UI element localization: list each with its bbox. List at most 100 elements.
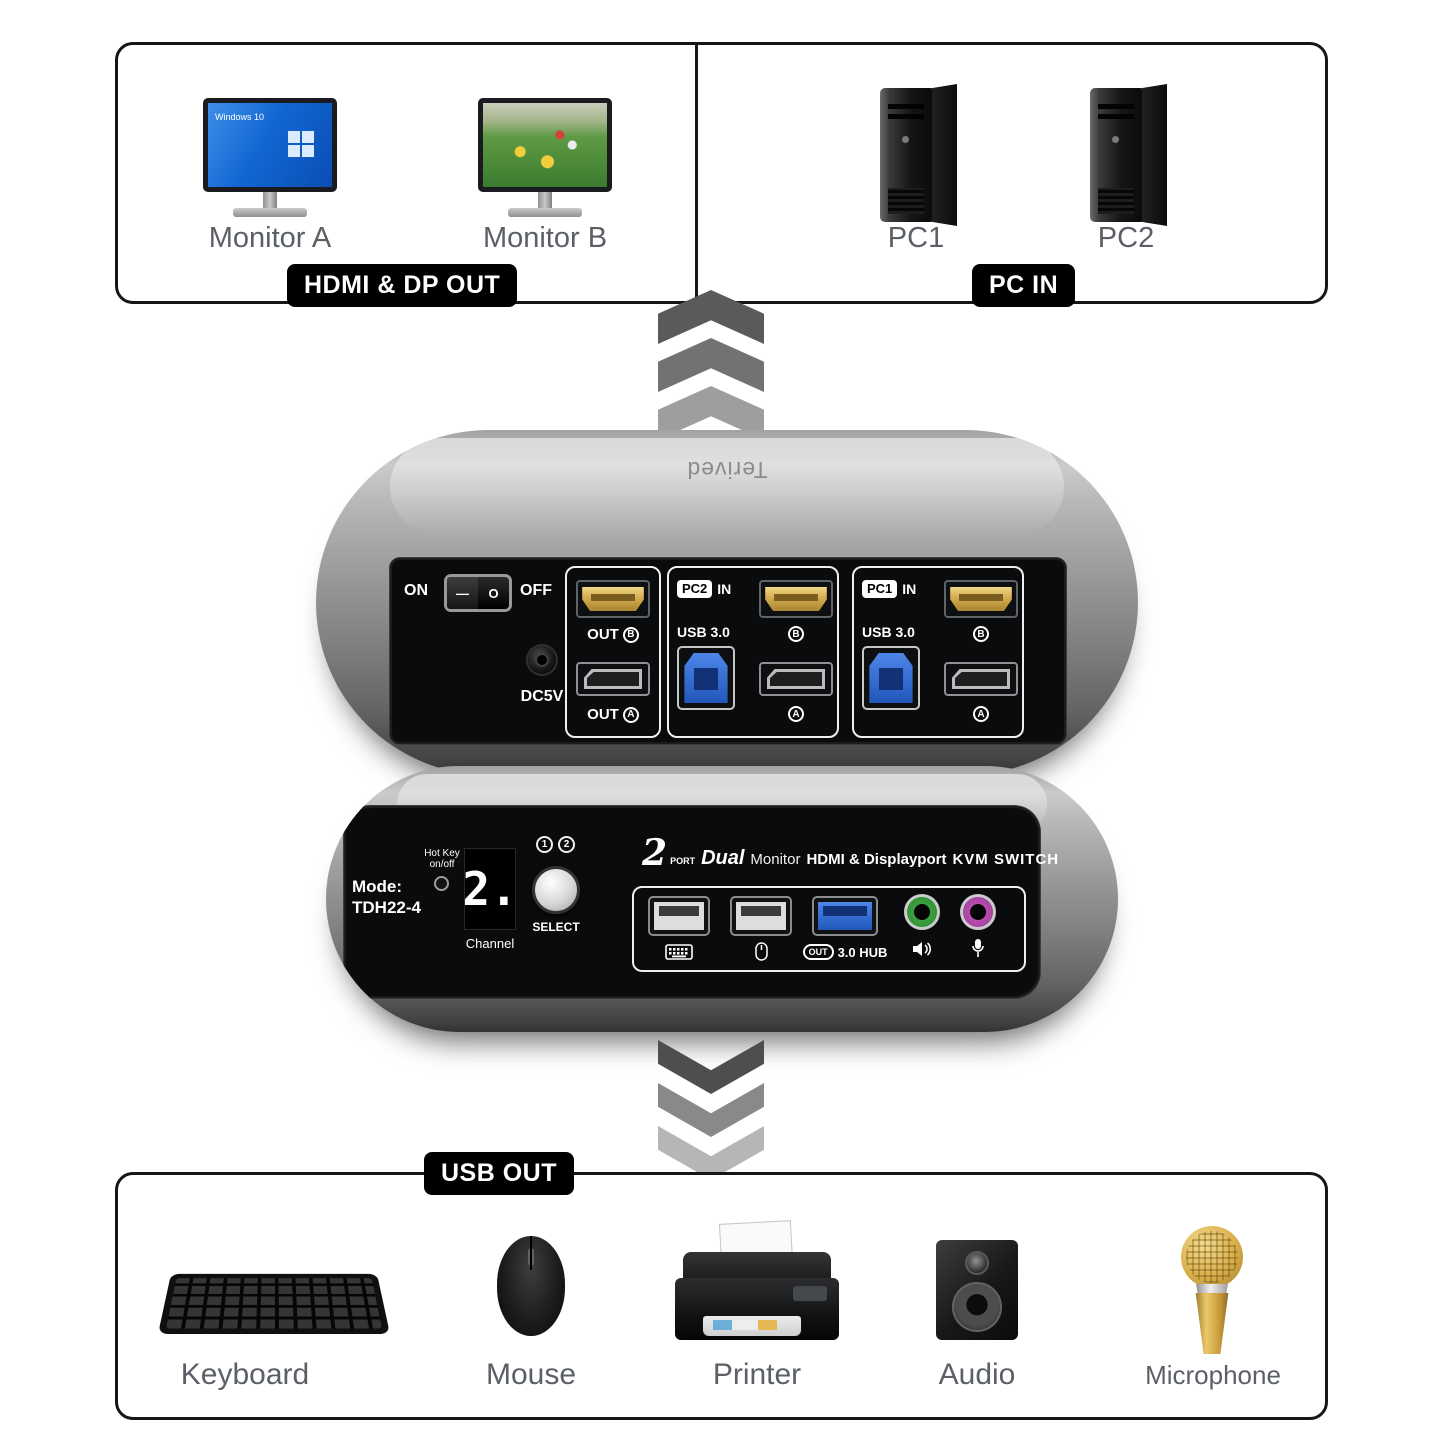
speaker-icon xyxy=(911,940,933,963)
pc2-power-button xyxy=(1112,136,1119,143)
monitor-a-icon: Windows 10 xyxy=(203,98,337,217)
pc1-label: PC1 xyxy=(887,222,945,254)
channel-display: 2. xyxy=(462,848,518,930)
dp-out-port xyxy=(576,662,650,696)
monitor-a-stand-base xyxy=(233,208,307,217)
hdmi-out-port xyxy=(576,580,650,618)
pc2-usb-b-port xyxy=(677,646,735,710)
mode-label: Mode: TDH22-4 xyxy=(352,876,421,918)
pc1-power-button xyxy=(902,136,909,143)
power-off-label: OFF xyxy=(520,582,552,599)
monitor-a-frame: Windows 10 xyxy=(203,98,337,192)
title-hdmi-displayport: HDMI & Displayport xyxy=(806,850,947,868)
up-arrow-chevron-2 xyxy=(658,338,764,392)
pc2-tower-icon xyxy=(1090,84,1168,226)
channel-indicators: 1 2 xyxy=(536,836,575,853)
printer-output-tray xyxy=(703,1316,801,1336)
speaker-tweeter xyxy=(965,1251,989,1275)
monitor-b-screen xyxy=(483,103,607,187)
pc2-drive-slot xyxy=(1098,104,1134,109)
pc1-dp-letter: A xyxy=(944,706,1018,722)
pc2-label: PC2 xyxy=(1097,222,1155,254)
channel-label: Channel xyxy=(465,936,515,951)
circled-a-icon: A xyxy=(788,706,804,722)
product-title: 2 PORT Dual Monitor HDMI & Displayport K… xyxy=(642,828,1058,871)
pc2-dp-letter: A xyxy=(759,706,833,722)
microphone-jack xyxy=(960,894,996,930)
indicator-1-icon: 1 xyxy=(536,836,553,853)
microphone-band xyxy=(1196,1284,1228,1294)
mouse-usb-port xyxy=(730,896,792,936)
microphone-label: Microphone xyxy=(1145,1360,1281,1390)
mode-value: TDH22-4 xyxy=(352,898,421,917)
audio-label: Audio xyxy=(938,1358,1016,1391)
monitor-a-screen: Windows 10 xyxy=(208,103,332,187)
hotkey-label: Hot Key on/off xyxy=(410,848,474,870)
monitor-a-screen-text: Windows 10 xyxy=(215,112,265,122)
circled-b-icon: B xyxy=(788,626,804,642)
pc1-tower-icon xyxy=(880,84,958,226)
mode-label-line1: Mode: xyxy=(352,877,403,896)
circled-b-icon: B xyxy=(622,626,639,643)
mouse-icon xyxy=(755,942,768,966)
monitor-b-frame xyxy=(478,98,612,192)
pc2-in-port-group: PC2 IN B USB 3.0 A xyxy=(667,566,839,738)
brand-text: Terived xyxy=(686,457,768,483)
speaker-woofer xyxy=(952,1282,1002,1332)
printer-control-panel xyxy=(793,1286,827,1301)
printer-lid xyxy=(683,1252,831,1282)
channel-display-value: 2. xyxy=(462,862,518,916)
circled-a-icon: A xyxy=(622,706,639,723)
circled-a-icon: A xyxy=(973,706,989,722)
title-kvm-switch: KVM SWITCH xyxy=(952,850,1060,868)
monitor-b-stand-base xyxy=(508,208,582,217)
pc1-tower-front xyxy=(880,88,932,222)
title-monitor: Monitor xyxy=(750,850,801,868)
keyboard-icon xyxy=(665,944,693,965)
microphone-head xyxy=(1181,1226,1243,1288)
top-box-divider xyxy=(695,42,698,304)
select-label: SELECT xyxy=(532,920,580,934)
usb-hub-group: OUT 3.0 HUB xyxy=(632,886,1026,972)
usb-out-badge: USB OUT xyxy=(424,1152,574,1195)
monitor-b-stand-neck xyxy=(538,192,552,208)
hub-label-text: 3.0 HUB xyxy=(837,944,888,960)
dc-power-jack xyxy=(526,644,558,676)
pc2-tower-front xyxy=(1090,88,1142,222)
printer-graphic-icon xyxy=(675,1220,840,1347)
pc2-badge: PC2 xyxy=(677,580,713,598)
pc2-tower-side xyxy=(1141,84,1167,226)
pc1-drive-slot xyxy=(888,104,924,109)
pc1-in-header: PC1 IN xyxy=(862,580,916,598)
usb3-hub-label: OUT 3.0 HUB xyxy=(790,944,900,960)
pc2-hdmi-port xyxy=(759,580,833,618)
title-port-word: PORT xyxy=(670,856,696,866)
keyboard-graphic-icon xyxy=(158,1273,390,1334)
pc1-tower-side xyxy=(931,84,957,226)
usb3-hub-port xyxy=(812,896,878,936)
monitor-a-label: Monitor A xyxy=(208,222,332,254)
circled-b-icon: B xyxy=(973,626,989,642)
hotkey-label-line1: Hot Key xyxy=(424,848,460,859)
pc2-vent xyxy=(1098,188,1134,214)
pc1-in-text: IN xyxy=(902,580,917,597)
pc2-in-text: IN xyxy=(717,580,732,597)
kvm-front-view: Mode: TDH22-4 Hot Key on/off 2. Channel … xyxy=(326,766,1118,1032)
monitor-a-stand-neck xyxy=(263,192,277,208)
out-pill-badge: OUT xyxy=(802,944,834,960)
keyboard-label: Keyboard xyxy=(180,1358,310,1391)
kvm-back-top-sheen xyxy=(389,438,1065,536)
kvm-front-panel: Mode: TDH22-4 Hot Key on/off 2. Channel … xyxy=(344,806,1058,998)
hdmi-dp-out-badge: HDMI & DP OUT xyxy=(287,264,518,307)
pc1-usb-label: USB 3.0 xyxy=(862,624,915,640)
power-rocker-switch: — O xyxy=(444,574,512,612)
mouse-label: Mouse xyxy=(485,1358,577,1391)
pc1-hdmi-port xyxy=(944,580,1018,618)
hotkey-button xyxy=(434,876,449,891)
pc1-vent xyxy=(888,188,924,214)
